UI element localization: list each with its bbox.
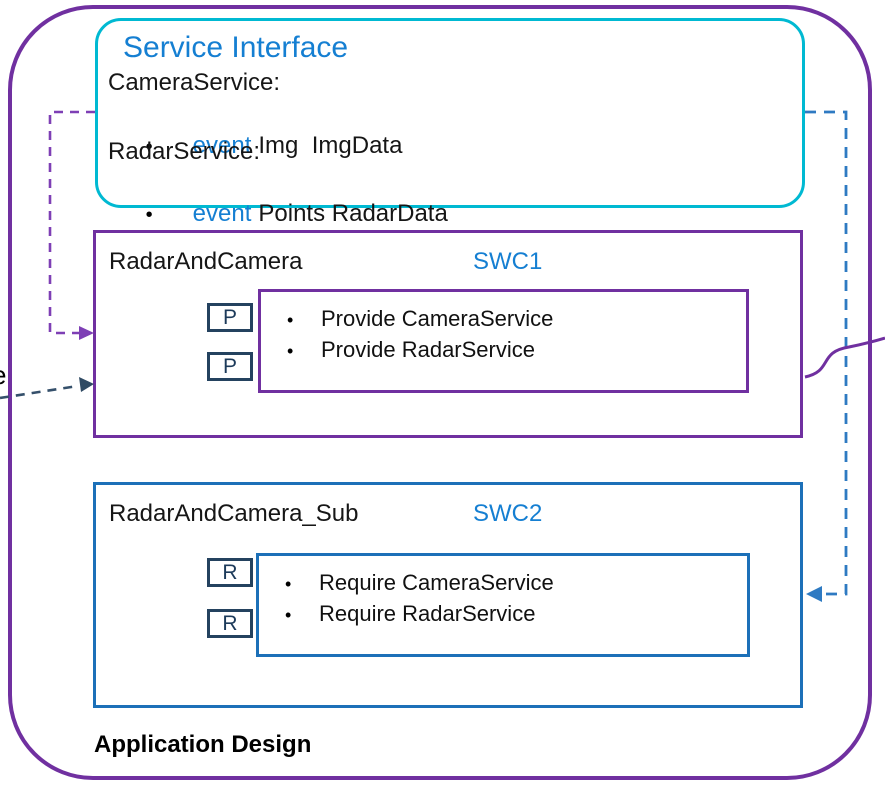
- swc2-requirer-port-2: R: [207, 609, 253, 638]
- list-item: • Provide RadarService: [287, 335, 746, 366]
- bullet-icon: •: [287, 341, 294, 361]
- left-edge-text-fragment: e: [0, 360, 6, 391]
- list-item: • Require CameraService: [285, 568, 747, 599]
- swc2-name: RadarAndCamera_Sub: [109, 500, 359, 527]
- bullet-icon: •: [145, 136, 153, 158]
- swc1-provides-box: • Provide CameraService • Provide RadarSer…: [258, 289, 749, 393]
- port-label: P: [222, 305, 237, 329]
- require-item-label: Require RadarService: [319, 601, 536, 626]
- application-design-caption: Application Design: [94, 731, 312, 758]
- swc2-requirer-port-1: R: [207, 558, 253, 587]
- swc2-component-box: RadarAndCamera_Sub SWC2 • Require CameraS…: [93, 482, 803, 708]
- list-item: • Require RadarService: [285, 599, 747, 630]
- event-keyword: event: [192, 132, 252, 159]
- port-label: R: [222, 560, 238, 584]
- port-label: P: [222, 354, 237, 378]
- swc1-provider-port-1: P: [207, 303, 253, 332]
- port-label: R: [222, 611, 238, 635]
- bullet-icon: •: [145, 204, 153, 226]
- bullet-icon: •: [285, 605, 292, 625]
- swc1-tag: SWC1: [473, 248, 543, 275]
- swc1-component-box: RadarAndCamera SWC1 • Provide CameraServi…: [93, 230, 803, 438]
- camera-service-label: CameraService:: [108, 69, 281, 96]
- event-signature: Points RadarData: [258, 200, 448, 227]
- event-signature: Img ImgData: [258, 132, 403, 159]
- bullet-icon: •: [287, 310, 294, 330]
- bullet-icon: •: [285, 574, 292, 594]
- service-interface-title: Service Interface: [123, 31, 349, 64]
- provide-item-label: Provide RadarService: [321, 337, 535, 362]
- swc1-name: RadarAndCamera: [109, 248, 303, 275]
- radar-service-label: RadarService:: [108, 138, 261, 165]
- provide-item-label: Provide CameraService: [321, 306, 554, 331]
- swc1-provider-port-2: P: [207, 352, 253, 381]
- swc2-tag: SWC2: [473, 500, 543, 527]
- list-item: • Provide CameraService: [287, 304, 746, 335]
- require-item-label: Require CameraService: [319, 570, 554, 595]
- swc2-requires-box: • Require CameraService • Require RadarSer…: [256, 553, 750, 657]
- event-keyword: event: [192, 200, 252, 227]
